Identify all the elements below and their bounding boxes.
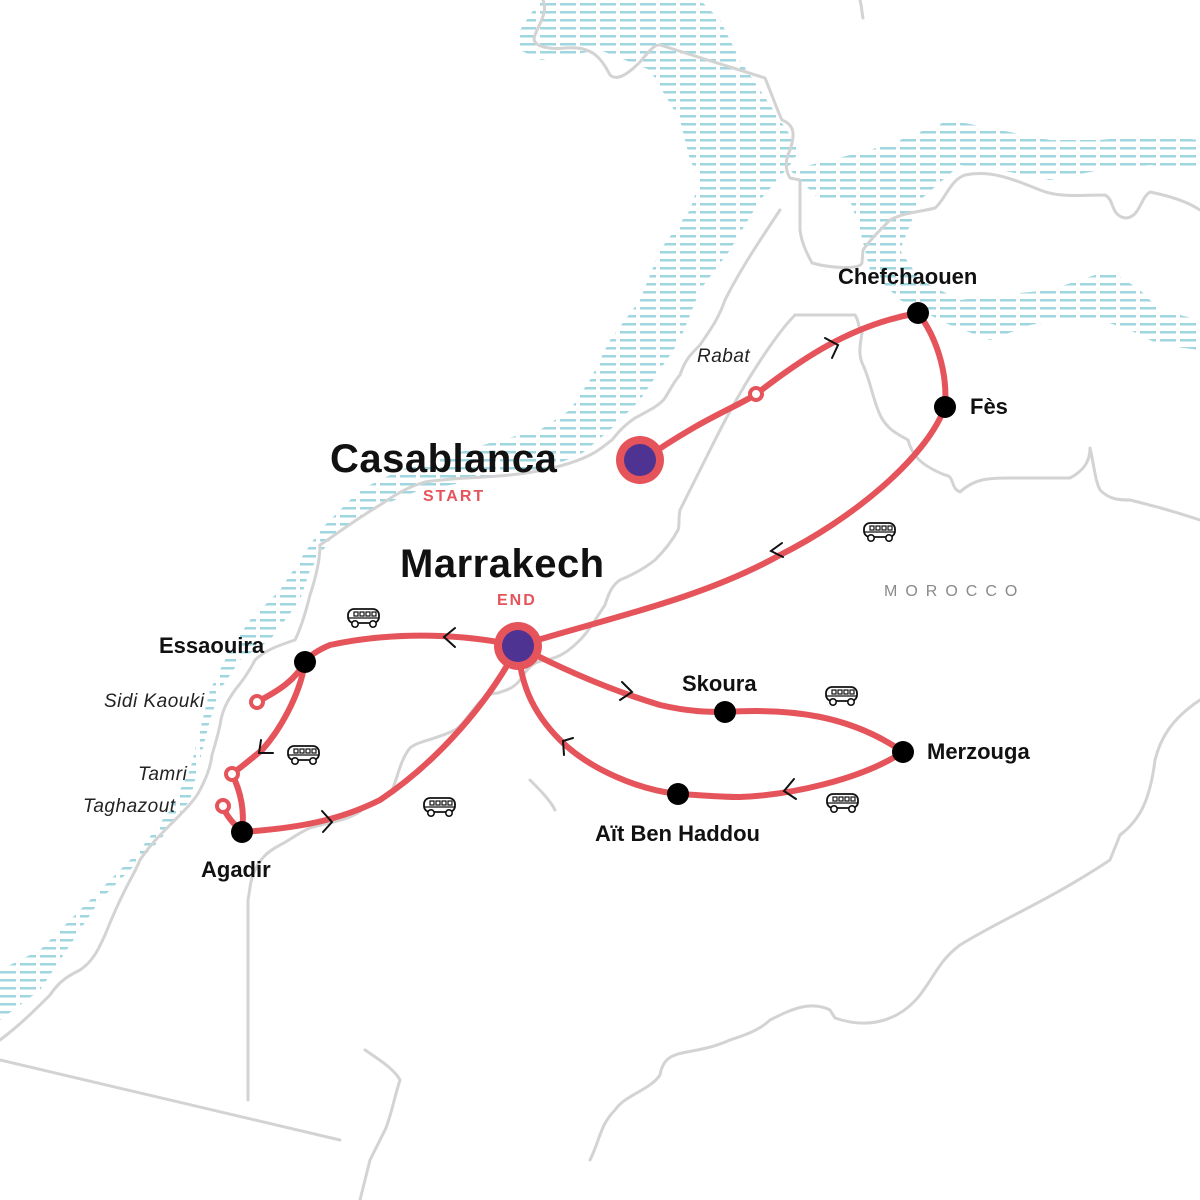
arrow-icon [321,810,334,833]
end-badge: END [497,592,537,609]
water-hatching [0,0,1200,1020]
arrow-icon [782,778,797,800]
bus-icon [347,608,380,629]
bus-icon [287,745,320,766]
arrow-icon [769,542,784,558]
city-label-merzouga: Merzouga [927,739,1030,764]
direction-arrows [257,337,840,833]
major-stop-casablanca [616,436,664,484]
minor-stop-taghazout [215,798,231,814]
town-label-sidi-kaouki: Sidi Kaouki [104,691,205,712]
arrow-icon [619,681,634,701]
city-label-fes: Fès [970,394,1008,419]
bus-icon [423,797,456,818]
town-label-rabat: Rabat [697,346,751,367]
coastline [0,208,782,1042]
bus-icon [826,793,859,814]
city-label-agadir: Agadir [201,857,271,882]
stop-ait-ben-haddou [667,783,689,805]
arrow-icon [442,627,456,648]
arrow-icon [561,737,574,756]
stop-agadir [231,821,253,843]
stop-chefchaouen [907,302,929,324]
stop-fes [934,396,956,418]
major-stop-marrakech [494,622,542,670]
stop-skoura [714,701,736,723]
stop-essaouira [294,651,316,673]
arrow-icon [257,739,274,754]
city-label-essaouira: Essaouira [159,633,265,658]
bus-icon [825,686,858,707]
minor-stop-sidi-kaouki [249,694,265,710]
town-label-tamri: Tamri [138,764,188,785]
town-label-taghazout: Taghazout [83,796,176,817]
stop-markers [215,302,956,843]
city-label-skoura: Skoura [682,671,757,696]
start-badge: START [423,488,486,505]
arrow-icon [824,337,840,359]
bus-icon [863,522,896,543]
city-label-casablanca: Casablanca [330,437,558,481]
city-label-marrakech: Marrakech [400,542,605,586]
city-label-chefchaouen: Chefchaouen [838,264,978,289]
city-label-ait-ben-haddou: Aït Ben Haddou [595,821,760,846]
country-label: MOROCCO [884,583,1026,600]
minor-stop-tamri [224,766,240,782]
minor-stop-rabat [748,386,764,402]
stop-merzouga [892,741,914,763]
